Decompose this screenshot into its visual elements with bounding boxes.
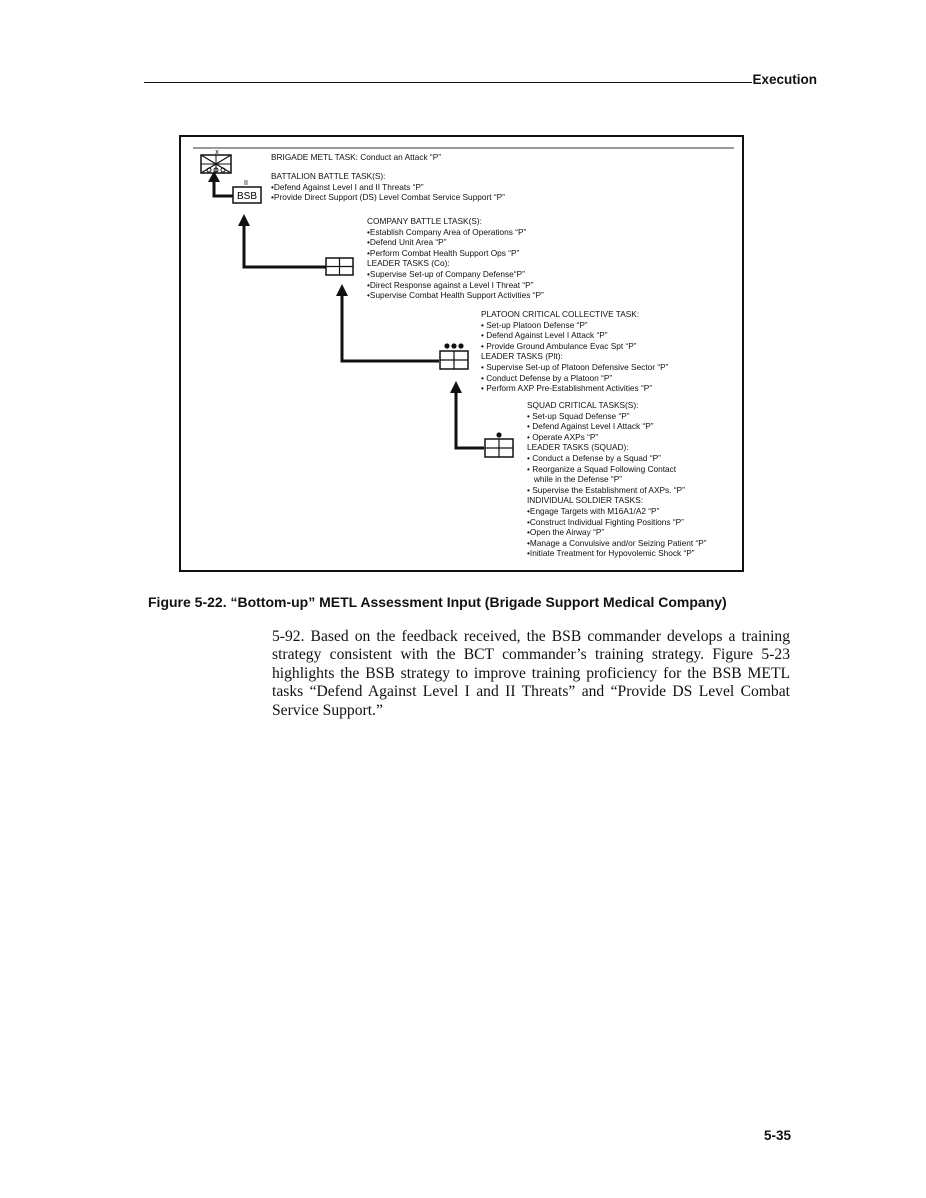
list-item: •Open the Airway “P” bbox=[527, 527, 605, 538]
list-item: • Operate AXPs “P” bbox=[527, 431, 599, 442]
battalion-task-title: BATTALION BATTLE TASK(S): bbox=[271, 171, 386, 181]
figure-frame: x II BSB bbox=[179, 135, 744, 572]
squad-task-title: SQUAD CRITICAL TASKS(S): bbox=[527, 400, 639, 410]
list-item: •Direct Response against a Level I Threa… bbox=[367, 279, 534, 290]
list-item: • Defend Against Level I Attack “P” bbox=[527, 421, 654, 432]
list-item: •Supervise Combat Health Support Activit… bbox=[367, 290, 544, 301]
brigade-unit-symbol-icon: x bbox=[200, 149, 232, 174]
list-item: •Construct Individual Fighting Positions… bbox=[527, 516, 684, 527]
arrow-platoon-to-company bbox=[336, 284, 439, 363]
list-item: • Conduct a Defense by a Squad “P” bbox=[527, 452, 661, 463]
arrow-company-to-bsb bbox=[238, 214, 326, 269]
company-leader-title: LEADER TASKS (Co): bbox=[367, 258, 450, 269]
company-task-title: COMPANY BATTLE LTASK(S): bbox=[367, 216, 482, 226]
platoon-leader-title: LEADER TASKS (Plt): bbox=[481, 351, 563, 362]
list-item: •Initiate Treatment for Hypovolemic Shoc… bbox=[527, 548, 695, 559]
list-item: • Defend Against Level I Attack “P” bbox=[481, 330, 608, 341]
brigade-task-block: BRIGADE METL TASK: Conduct an Attack “P” bbox=[271, 152, 441, 163]
page-number: 5-35 bbox=[763, 1128, 791, 1143]
squad-task-block: SQUAD CRITICAL TASKS(S): • Set-up Squad … bbox=[527, 400, 707, 559]
list-item: •Perform Combat Health Support Ops “P” bbox=[367, 247, 520, 258]
list-item: •Defend Unit Area “P” bbox=[367, 237, 447, 248]
platoon-unit-symbol-icon bbox=[439, 343, 469, 370]
list-item: • Reorganize a Squad Following Contact bbox=[527, 463, 677, 474]
list-item: •Engage Targets with M16A1/A2 “P” bbox=[527, 505, 660, 516]
list-item: • Perform AXP Pre-Establishment Activiti… bbox=[481, 383, 653, 394]
list-item: •Provide Direct Support (DS) Level Comba… bbox=[271, 192, 505, 203]
list-item: • Set-up Squad Defense “P” bbox=[527, 410, 630, 421]
squad-leader-title: LEADER TASKS (SQUAD): bbox=[527, 442, 629, 453]
list-item: •Manage a Convulsive and/or Seizing Pati… bbox=[527, 537, 707, 548]
svg-text:x: x bbox=[215, 149, 219, 156]
company-unit-symbol-icon bbox=[325, 257, 354, 276]
figure-diagram: x II BSB bbox=[193, 147, 734, 458]
company-task-block: COMPANY BATTLE LTASK(S): •Establish Comp… bbox=[367, 216, 544, 301]
list-item: • Conduct Defense by a Platoon “P” bbox=[481, 372, 613, 383]
brigade-task-title: BRIGADE METL TASK: Conduct an Attack “P” bbox=[271, 152, 441, 162]
bsb-label: BSB bbox=[237, 191, 257, 202]
bsb-unit-symbol-icon: II bbox=[232, 180, 262, 204]
arrow-bsb-to-brigade bbox=[208, 171, 233, 198]
battalion-task-block: BATTALION BATTLE TASK(S): •Defend Agains… bbox=[271, 171, 505, 203]
arrow-squad-to-platoon bbox=[450, 381, 484, 450]
list-item: while in the Defense “P” bbox=[527, 474, 622, 485]
svg-text:II: II bbox=[244, 180, 248, 187]
figure-caption: Figure 5-22. “Bottom-up” METL Assessment… bbox=[148, 594, 727, 610]
list-item: • Supervise Set-up of Platoon Defensive … bbox=[481, 361, 669, 372]
platoon-task-title: PLATOON CRITICAL COLLECTIVE TASK: bbox=[481, 309, 640, 319]
list-item: • Set-up Platoon Defense “P” bbox=[481, 319, 588, 330]
squad-unit-symbol-icon bbox=[484, 432, 514, 458]
list-item: •Supervise Set-up of Company Defense“P” bbox=[367, 268, 525, 279]
list-item: • Provide Ground Ambulance Evac Spt “P” bbox=[481, 340, 637, 351]
header-rule bbox=[144, 82, 752, 83]
list-item: • Supervise the Establishment of AXPs. “… bbox=[527, 484, 685, 495]
section-title: Execution bbox=[752, 72, 817, 87]
list-item: •Defend Against Level I and II Threats “… bbox=[271, 181, 424, 192]
individual-soldier-title: INDIVIDUAL SOLDIER TASKS: bbox=[527, 495, 644, 506]
list-item: •Establish Company Area of Operations “P… bbox=[367, 226, 527, 237]
platoon-task-block: PLATOON CRITICAL COLLECTIVE TASK: • Set-… bbox=[481, 309, 668, 394]
body-paragraph: 5-92. Based on the feedback received, th… bbox=[272, 628, 790, 719]
